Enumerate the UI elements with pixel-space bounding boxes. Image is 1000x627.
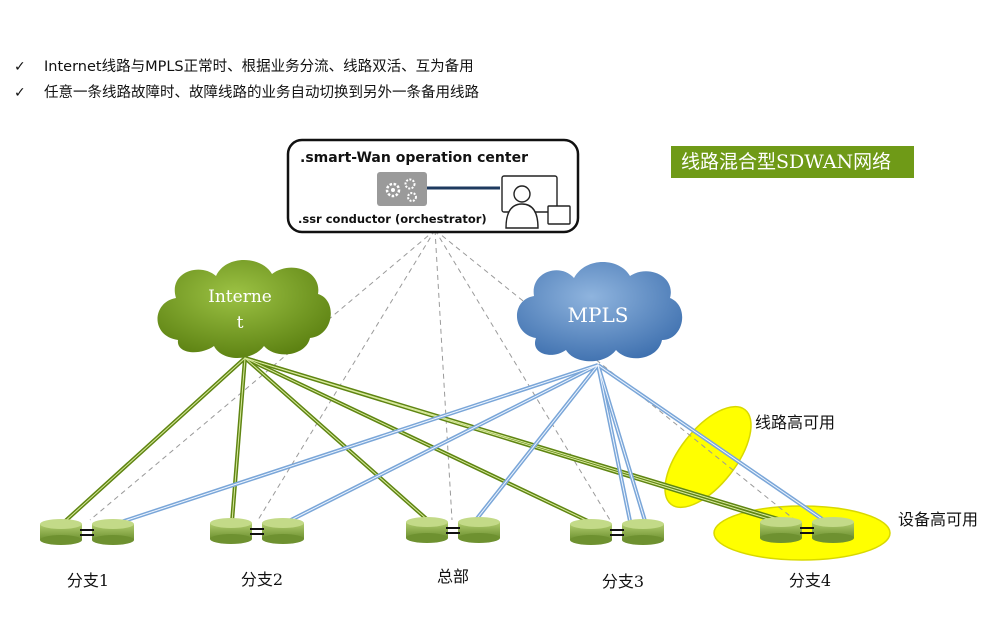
orchestrator-box: .smart-Wan operation center .ssr conduct… [286,138,580,234]
internet-cloud: Interne t [157,260,331,358]
mpls-cloud: MPLS [516,262,683,362]
internet-links [60,356,786,526]
orchestrator-subtitle: .ssr conductor (orchestrator) [298,212,487,226]
site-label-branch1: 分支1 [67,571,109,590]
bullet-text: Internet线路与MPLS正常时、根据业务分流、线路双活、互为备用 [44,59,474,75]
router-icon [210,518,252,544]
site-branch2-routers [210,518,304,544]
dashed-link [257,229,436,521]
site-label-hq: 总部 [437,567,469,586]
mpls-label: MPLS [568,303,629,327]
orchestrator-title: .smart-Wan operation center [300,150,528,166]
dashed-link [434,229,611,521]
internet-label-2: t [237,313,244,333]
link-ha-label: 线路高可用 [755,413,835,432]
router-icon [92,519,134,545]
link-ha-highlight [664,405,752,509]
user-at-monitor-icon [501,175,571,229]
check-icon: ✓ [14,85,26,101]
site-hq-routers [406,517,500,543]
gears-icon [377,172,427,206]
router-icon [812,517,854,543]
router-icon [458,517,500,543]
dashed-link [434,229,453,521]
bullet-text: 任意一条线路故障时、故障线路的业务自动切换到另外一条备用线路 [44,85,479,101]
site-branch1-routers [40,519,134,545]
site-label-branch3: 分支3 [602,572,644,591]
mpls-links [114,363,827,526]
diagram-title: 线路混合型SDWAN网络 [671,146,914,178]
router-icon [760,517,802,543]
bullet-item: ✓ 任意一条线路故障时、故障线路的业务自动切换到另外一条备用线路 [14,80,479,106]
bullet-list: ✓ Internet线路与MPLS正常时、根据业务分流、线路双活、互为备用 ✓ … [14,54,479,106]
router-icon [40,519,82,545]
router-icon [622,519,664,545]
router-icon [262,518,304,544]
device-ha-label: 设备高可用 [898,510,978,529]
site-label-branch4: 分支4 [789,571,831,590]
internet-label-1: Interne [208,287,272,307]
bullet-item: ✓ Internet线路与MPLS正常时、根据业务分流、线路双活、互为备用 [14,54,479,80]
site-branch4-routers [760,517,854,543]
site-branch3-routers [570,519,664,545]
check-icon: ✓ [14,59,26,75]
router-icon [406,517,448,543]
site-label-branch2: 分支2 [241,570,283,589]
router-icon [570,519,612,545]
